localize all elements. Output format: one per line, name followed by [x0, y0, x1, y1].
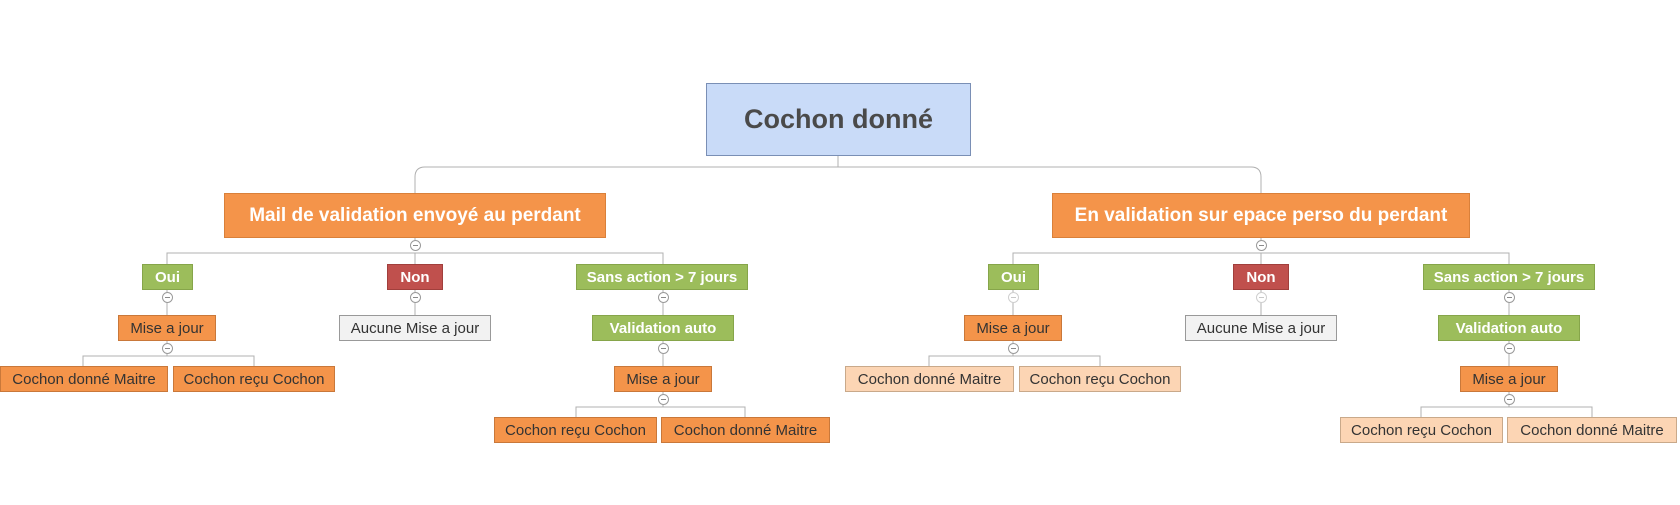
left-oui-leaf-2-label: Cochon reçu Cochon [183, 370, 325, 388]
right-sans-update-label: Mise a jour [1472, 370, 1546, 388]
right-oui-label: Oui [1001, 268, 1026, 286]
branch-mail-validation-label: Mail de validation envoyé au perdant [249, 204, 581, 226]
branch-mail-validation[interactable]: Mail de validation envoyé au perdant [224, 193, 606, 238]
root-node[interactable]: Cochon donné [706, 83, 971, 156]
collapse-icon[interactable] [1504, 394, 1515, 405]
right-sans-leaf-2-label: Cochon donné Maitre [1520, 421, 1664, 439]
left-oui-update-label: Mise a jour [130, 319, 204, 337]
collapse-icon[interactable] [658, 343, 669, 354]
left-oui-update-node[interactable]: Mise a jour [118, 315, 216, 341]
left-validation-auto-node[interactable]: Validation auto [592, 315, 734, 341]
collapse-icon[interactable] [1256, 240, 1267, 251]
collapse-icon[interactable] [162, 343, 173, 354]
branch-espace-perso-label: En validation sur epace perso du perdant [1074, 204, 1448, 226]
left-sans-action-label: Sans action > 7 jours [586, 268, 738, 286]
right-non-node[interactable]: Non [1233, 264, 1289, 290]
left-sans-leaf-1[interactable]: Cochon reçu Cochon [494, 417, 657, 443]
left-sans-leaf-1-label: Cochon reçu Cochon [505, 421, 646, 439]
left-sans-update-label: Mise a jour [626, 370, 700, 388]
right-oui-leaf-1[interactable]: Cochon donné Maitre [845, 366, 1014, 392]
right-sans-action-node[interactable]: Sans action > 7 jours [1423, 264, 1595, 290]
right-non-label: Non [1246, 268, 1276, 286]
collapse-icon[interactable] [410, 240, 421, 251]
branch-espace-perso[interactable]: En validation sur epace perso du perdant [1052, 193, 1470, 238]
left-sans-action-node[interactable]: Sans action > 7 jours [576, 264, 748, 290]
collapse-icon[interactable] [162, 292, 173, 303]
left-oui-node[interactable]: Oui [142, 264, 193, 290]
left-sans-leaf-2-label: Cochon donné Maitre [673, 421, 818, 439]
right-oui-leaf-2[interactable]: Cochon reçu Cochon [1019, 366, 1181, 392]
collapse-icon[interactable] [1504, 292, 1515, 303]
left-non-result-node[interactable]: Aucune Mise a jour [339, 315, 491, 341]
left-non-node[interactable]: Non [387, 264, 443, 290]
collapse-icon[interactable] [658, 394, 669, 405]
collapse-icon[interactable] [1504, 343, 1515, 354]
collapse-icon[interactable] [1008, 343, 1019, 354]
right-sans-leaf-2[interactable]: Cochon donné Maitre [1507, 417, 1677, 443]
left-sans-update-node[interactable]: Mise a jour [614, 366, 712, 392]
left-non-label: Non [400, 268, 430, 286]
collapse-icon[interactable] [1008, 292, 1019, 303]
right-non-result-node[interactable]: Aucune Mise a jour [1185, 315, 1337, 341]
right-oui-update-node[interactable]: Mise a jour [964, 315, 1062, 341]
right-oui-node[interactable]: Oui [988, 264, 1039, 290]
right-sans-leaf-1-label: Cochon reçu Cochon [1351, 421, 1492, 439]
right-validation-auto-label: Validation auto [1455, 319, 1563, 337]
left-oui-leaf-2[interactable]: Cochon reçu Cochon [173, 366, 335, 392]
right-non-result-label: Aucune Mise a jour [1196, 319, 1326, 337]
left-sans-leaf-2[interactable]: Cochon donné Maitre [661, 417, 830, 443]
right-sans-leaf-1[interactable]: Cochon reçu Cochon [1340, 417, 1503, 443]
collapse-icon[interactable] [658, 292, 669, 303]
collapse-icon[interactable] [1256, 292, 1267, 303]
right-validation-auto-node[interactable]: Validation auto [1438, 315, 1580, 341]
right-sans-action-label: Sans action > 7 jours [1433, 268, 1585, 286]
left-oui-label: Oui [155, 268, 180, 286]
root-node-label: Cochon donné [744, 104, 933, 134]
right-oui-leaf-2-label: Cochon reçu Cochon [1029, 370, 1171, 388]
left-validation-auto-label: Validation auto [609, 319, 717, 337]
right-oui-leaf-1-label: Cochon donné Maitre [857, 370, 1002, 388]
left-non-result-label: Aucune Mise a jour [350, 319, 480, 337]
collapse-icon[interactable] [410, 292, 421, 303]
right-sans-update-node[interactable]: Mise a jour [1460, 366, 1558, 392]
right-oui-update-label: Mise a jour [976, 319, 1050, 337]
left-oui-leaf-1-label: Cochon donné Maitre [12, 370, 156, 388]
left-oui-leaf-1[interactable]: Cochon donné Maitre [0, 366, 168, 392]
